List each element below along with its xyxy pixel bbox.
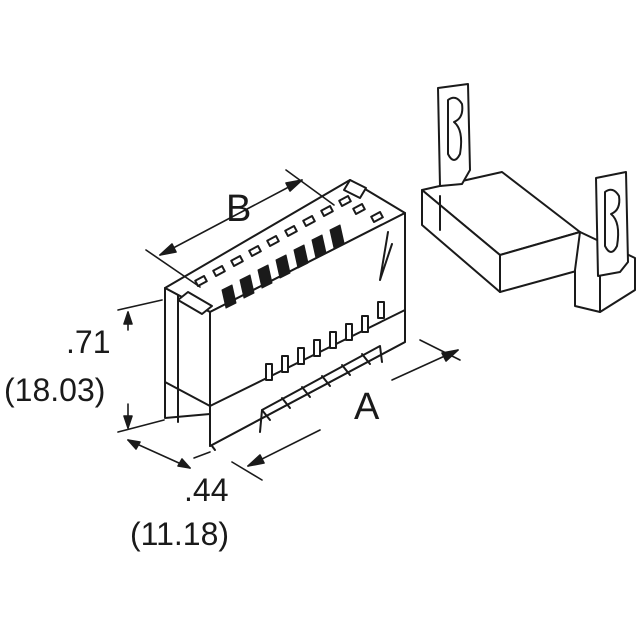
contact-slots-dark: [221, 224, 345, 309]
contact-slots-outline: [194, 195, 384, 287]
latch-part: [421, 83, 636, 313]
top-latch-features: [177, 179, 393, 315]
dimension-b: [145, 169, 335, 288]
depth-mm-label: (11.18): [130, 516, 230, 552]
front-windows: [265, 301, 385, 381]
height-inch-label: .71: [66, 324, 111, 360]
height-mm-label: (18.03): [4, 372, 106, 408]
dimension-height: [117, 299, 165, 433]
dimension-depth: [127, 439, 211, 469]
dimension-b-label: B: [226, 188, 252, 230]
connector-body: [164, 179, 406, 451]
dimension-a: [231, 339, 461, 481]
dimension-a-label: A: [354, 386, 380, 428]
depth-inch-label: .44: [184, 472, 229, 508]
